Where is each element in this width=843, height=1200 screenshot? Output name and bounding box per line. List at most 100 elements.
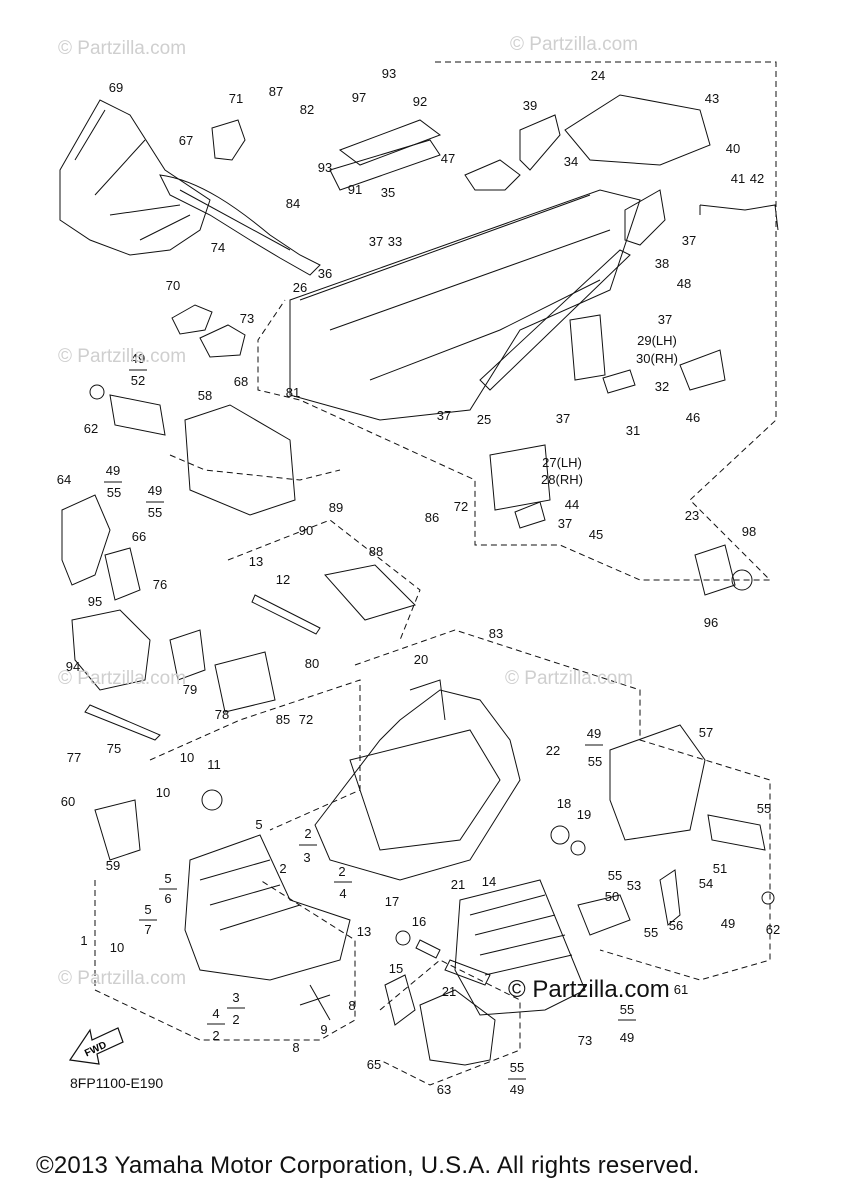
- callout-49c: 49: [148, 483, 162, 498]
- hose-part-16: [415, 939, 441, 959]
- callout-21b: 21: [442, 984, 456, 999]
- callout-16: 16: [412, 914, 426, 929]
- callout-39: 39: [523, 98, 537, 113]
- callout-55a: 55: [107, 485, 121, 500]
- callout-57: 57: [699, 725, 713, 740]
- callout-97: 97: [352, 90, 366, 105]
- callout-61: 61: [674, 982, 688, 997]
- callout-32: 32: [655, 379, 669, 394]
- callout-74: 74: [211, 240, 225, 255]
- callout-94: 94: [66, 659, 80, 674]
- callout-44: 44: [565, 497, 579, 512]
- callout-6: 6: [164, 891, 171, 906]
- plate-part-27-28: [489, 444, 551, 511]
- bracket-part-96: [694, 544, 736, 596]
- bracket-part-58: [184, 404, 296, 516]
- callout-63: 63: [437, 1082, 451, 1097]
- callout-28: 28(RH): [541, 472, 583, 487]
- callout-13a: 13: [249, 554, 263, 569]
- callout-77: 77: [67, 750, 81, 765]
- callout-93a: 93: [382, 66, 396, 81]
- callout-18: 18: [557, 796, 571, 811]
- bracket-part-32: [602, 369, 636, 394]
- callout-55d: 55: [757, 801, 771, 816]
- callout-4a: 4: [339, 886, 346, 901]
- callout-51: 51: [713, 861, 727, 876]
- callout-96: 96: [704, 615, 718, 630]
- grommet-part-11: [201, 789, 223, 811]
- watermark: © Partzilla.com: [510, 34, 639, 55]
- callout-55h: 55: [510, 1060, 524, 1075]
- callout-5a: 5: [255, 817, 262, 832]
- plate-part-24: [564, 94, 711, 166]
- callout-8b: 8: [292, 1040, 299, 1055]
- callout-41: 41: [731, 171, 745, 186]
- callout-58: 58: [198, 388, 212, 403]
- plate-part-78: [214, 651, 276, 713]
- callout-10b: 10: [156, 785, 170, 800]
- support-part-63: [419, 989, 496, 1066]
- callout-73b: 73: [578, 1033, 592, 1048]
- callout-35: 35: [381, 185, 395, 200]
- callout-90: 90: [299, 523, 313, 538]
- callout-37d: 37: [437, 408, 451, 423]
- callout-55f: 55: [644, 925, 658, 940]
- callout-37e: 37: [556, 411, 570, 426]
- callout-5b: 5: [164, 871, 171, 886]
- callout-22: 22: [546, 743, 560, 758]
- callout-26: 26: [293, 280, 307, 295]
- callout-49e: 49: [721, 916, 735, 931]
- watermark: © Partzilla.com: [58, 668, 187, 689]
- callout-79: 79: [183, 682, 197, 697]
- hose-part-15: [444, 959, 491, 986]
- callout-5c: 5: [144, 902, 151, 917]
- tube-part-40: [699, 204, 779, 231]
- callout-59: 59: [106, 858, 120, 873]
- fwd-arrow-icon: FWD: [68, 1027, 124, 1065]
- callout-81: 81: [286, 385, 300, 400]
- callout-37b: 37: [682, 233, 696, 248]
- callout-24: 24: [591, 68, 605, 83]
- cover-part-94: [71, 609, 151, 691]
- footrest-strip-25: [479, 249, 631, 391]
- bolt-part-8: [299, 994, 331, 1006]
- bracket-part-79: [169, 629, 206, 681]
- watermark: © Partzilla.com: [58, 968, 187, 989]
- callout-62b: 62: [766, 922, 780, 937]
- callout-3b: 3: [232, 990, 239, 1005]
- rail-part-67: [159, 174, 321, 276]
- bushing-part-62b: [761, 891, 775, 905]
- plate-part-29-30: [569, 314, 606, 381]
- cover-part-64: [61, 494, 111, 586]
- callout-2b: 2: [279, 861, 286, 876]
- callout-98: 98: [742, 524, 756, 539]
- callout-89: 89: [329, 500, 343, 515]
- callout-37f: 37: [558, 516, 572, 531]
- callout-14: 14: [482, 874, 496, 889]
- callout-46: 46: [686, 410, 700, 425]
- callout-1: 1: [80, 933, 87, 948]
- bushing-part-17: [395, 930, 411, 946]
- callout-17: 17: [385, 894, 399, 909]
- callout-9: 9: [320, 1022, 327, 1037]
- callout-20: 20: [414, 652, 428, 667]
- callout-82: 82: [300, 102, 314, 117]
- callout-84: 84: [286, 196, 300, 211]
- plate-part-53: [577, 894, 631, 936]
- callout-3a: 3: [303, 850, 310, 865]
- watermark: © Partzilla.com: [58, 346, 187, 367]
- callout-4b: 4: [212, 1006, 219, 1021]
- lower-frame: [184, 834, 351, 981]
- callout-21a: 21: [451, 877, 465, 892]
- cover-part-57: [609, 724, 706, 841]
- callout-49g: 49: [510, 1082, 524, 1097]
- callout-33: 33: [388, 234, 402, 249]
- callout-67: 67: [179, 133, 193, 148]
- bracket-part-38: [624, 189, 666, 246]
- plate-part-88: [324, 564, 416, 621]
- rod-part-75: [84, 704, 161, 741]
- callout-75: 75: [107, 741, 121, 756]
- callout-55b: 55: [148, 505, 162, 520]
- callout-29: 29(LH): [637, 333, 677, 348]
- callout-72b: 72: [299, 712, 313, 727]
